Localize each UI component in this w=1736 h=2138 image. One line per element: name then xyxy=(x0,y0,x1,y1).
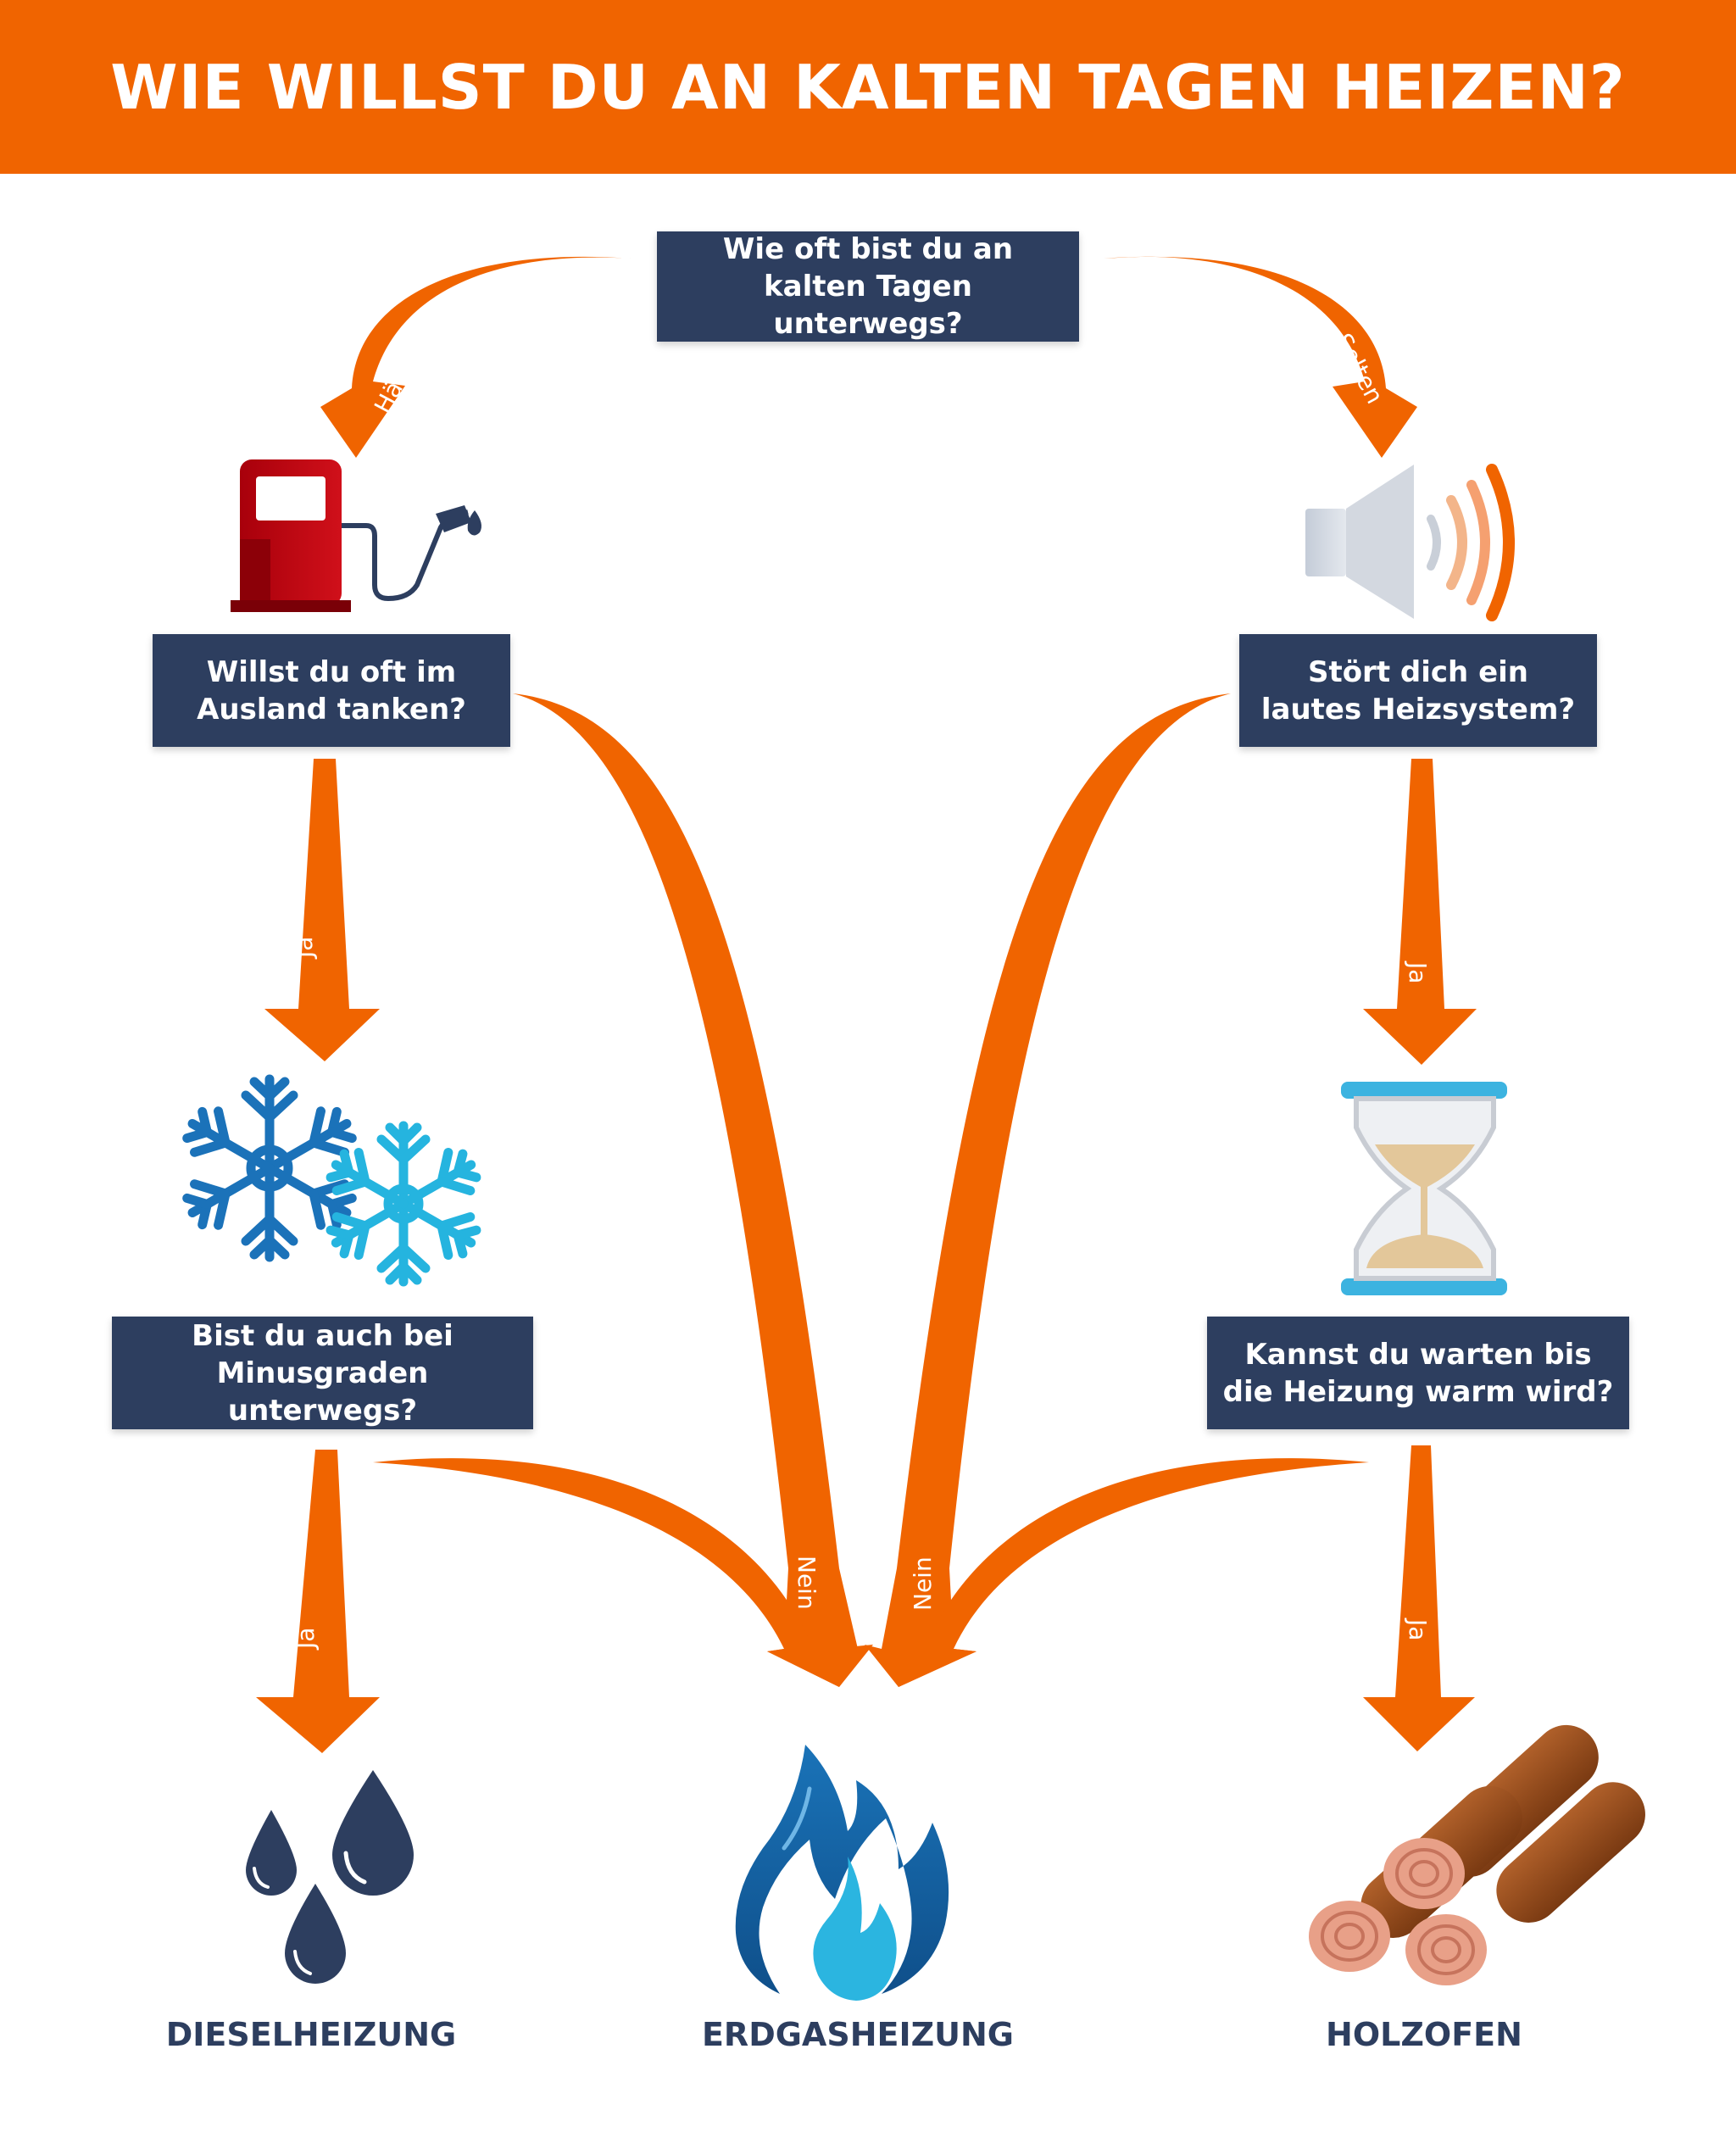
arrow-haeufig xyxy=(320,256,632,458)
arrow-q2-ja xyxy=(264,759,380,1061)
label-ja-q2: Ja xyxy=(290,937,318,960)
firewood-icon xyxy=(1309,1724,1645,1985)
result-holzofen: HOLZOFEN xyxy=(1326,2016,1522,2053)
arrow-q4-ja xyxy=(256,1450,380,1753)
question-box-unterwegs: Wie oft bist du an kalten Tagen unterweg… xyxy=(657,231,1079,342)
question-box-minusgrade: Bist du auch bei Minusgraden unterwegs? xyxy=(112,1317,533,1429)
arrow-q4-nein xyxy=(373,1458,858,1687)
arrow-q3-nein xyxy=(865,693,1231,1687)
hourglass-icon xyxy=(1341,1082,1507,1295)
question-box-heizsystem: Stört dich ein lautes Heizsystem? xyxy=(1239,634,1597,747)
snowflake-icon xyxy=(181,1074,482,1282)
header-banner: WIE WILLST DU AN KALTEN TAGEN HEIZEN? xyxy=(0,0,1736,174)
label-nein-right: Nein xyxy=(909,1556,937,1611)
question-text: Kannst du warten bis die Heizung warm wi… xyxy=(1222,1337,1614,1409)
question-text: Willst du oft im Ausland tanken? xyxy=(197,654,466,727)
page-title: WIE WILLST DU AN KALTEN TAGEN HEIZEN? xyxy=(110,51,1626,123)
question-box-ausland: Willst du oft im Ausland tanken? xyxy=(153,634,510,747)
arrow-q3-ja xyxy=(1363,759,1477,1065)
arrow-q5-ja xyxy=(1363,1445,1475,1751)
speaker-icon xyxy=(1305,464,1515,621)
question-box-warten: Kannst du warten bis die Heizung warm wi… xyxy=(1207,1317,1629,1429)
arrow-selten xyxy=(1104,256,1417,458)
gas-flame-icon xyxy=(735,1745,949,2001)
question-text: Bist du auch bei Minusgraden unterwegs? xyxy=(192,1318,453,1428)
fuel-pump-icon xyxy=(231,459,481,612)
question-text: Stört dich ein lautes Heizsystem? xyxy=(1260,654,1576,727)
label-ja-q4: Ja xyxy=(292,1628,320,1651)
label-ja-q3: Ja xyxy=(1404,960,1432,983)
label-nein-left: Nein xyxy=(793,1556,821,1610)
arrow-q5-nein xyxy=(882,1458,1369,1687)
oil-drops-icon xyxy=(246,1770,414,1984)
label-ja-q5: Ja xyxy=(1404,1617,1432,1640)
arrow-q2-nein xyxy=(513,693,873,1687)
result-erdgasheizung: ERDGASHEIZUNG xyxy=(701,2016,1015,2053)
question-text: Wie oft bist du an kalten Tagen unterweg… xyxy=(722,232,1014,341)
result-dieselheizung: DIESELHEIZUNG xyxy=(165,2016,457,2053)
